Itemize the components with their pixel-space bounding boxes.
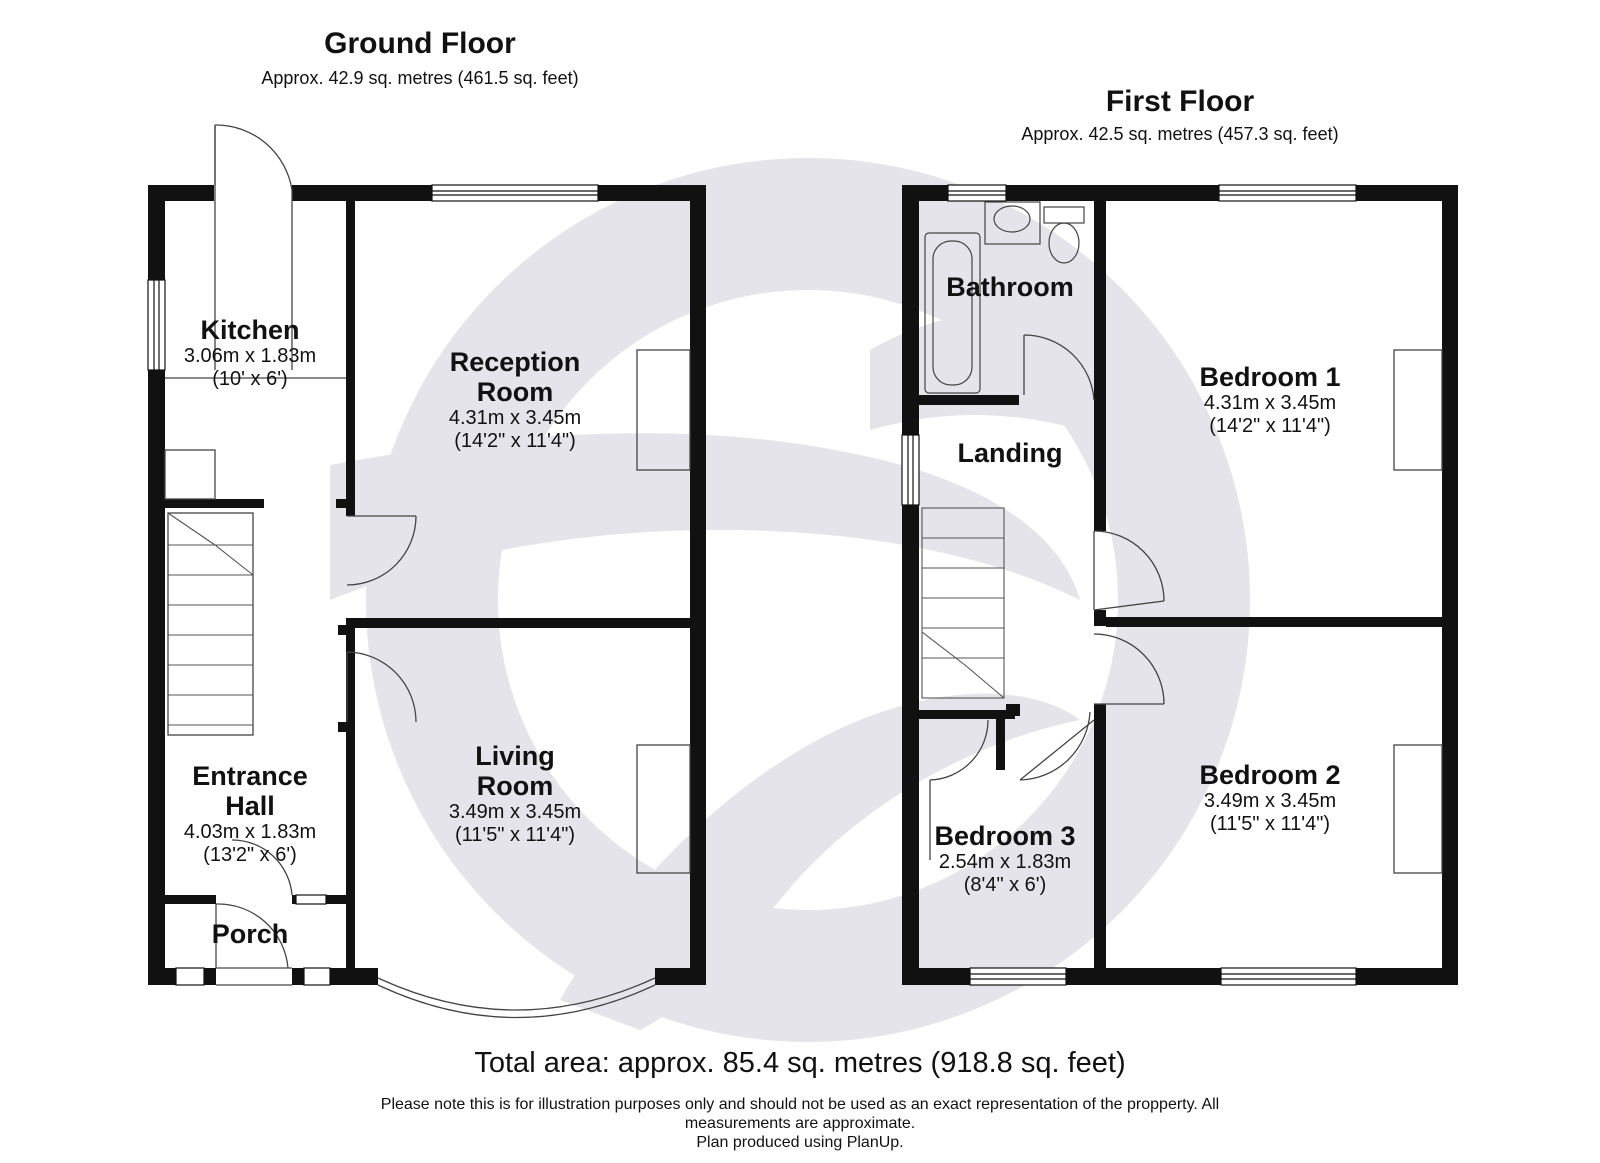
room-bedroom-2: Bedroom 2 3.49m x 3.45m (11'5" x 11'4") — [1150, 760, 1390, 835]
first-floor-area: Approx. 42.5 sq. metres (457.3 sq. feet) — [1021, 124, 1339, 144]
room-name: Bedroom 2 — [1199, 760, 1341, 790]
room-name: Living — [475, 741, 555, 771]
room-name: Reception — [449, 347, 581, 377]
room-dimensions-imperial: (14'2" x 11'4") — [454, 429, 576, 452]
room-dimensions: 3.49m x 3.45m — [448, 801, 582, 824]
room-name-line2: Hall — [225, 791, 275, 822]
ground-floor-walls — [148, 185, 706, 985]
first-floor-doors — [929, 334, 1443, 874]
room-name: Landing — [957, 438, 1063, 468]
room-kitchen: Kitchen 3.06m x 1.83m (10' x 6') — [160, 315, 340, 390]
room-living: Living Room 3.49m x 3.45m (11'5" x 11'4"… — [400, 741, 630, 846]
room-landing: Landing — [925, 438, 1095, 468]
room-name: Porch — [211, 919, 289, 949]
disclaimer-line-2: measurements are approximate. — [684, 1115, 916, 1132]
room-porch: Porch — [175, 919, 325, 949]
room-dimensions: 2.54m x 1.83m — [938, 851, 1072, 874]
room-reception: Reception Room 4.31m x 3.45m (14'2" x 11… — [400, 347, 630, 452]
room-name-line2: Room — [476, 771, 554, 802]
room-name: Entrance — [192, 761, 308, 791]
first-floor-walls — [902, 185, 1458, 985]
room-dimensions-imperial: (14'2" x 11'4") — [1209, 414, 1331, 437]
room-name: Bedroom 3 — [934, 821, 1076, 851]
room-bathroom: Bathroom — [925, 272, 1095, 302]
room-bedroom-3: Bedroom 3 2.54m x 1.83m (8'4" x 6') — [915, 821, 1095, 896]
room-name-line2: Room — [476, 377, 554, 408]
ground-floor-windows — [147, 184, 599, 986]
bathroom-fixtures — [924, 201, 1085, 394]
room-dimensions: 4.31m x 3.45m — [1203, 392, 1337, 415]
disclaimer-line-1: Please note this is for illustration pur… — [380, 1096, 1220, 1113]
room-dimensions: 3.06m x 1.83m — [183, 345, 317, 368]
room-name: Kitchen — [200, 315, 300, 345]
disclaimer-line-3: Plan produced using PlanUp. — [696, 1134, 904, 1151]
room-dimensions: 4.03m x 1.83m — [183, 821, 317, 844]
ground-floor-doors — [164, 124, 691, 1019]
room-name: Bathroom — [946, 272, 1074, 302]
ground-floor-area: Approx. 42.9 sq. metres (461.5 sq. feet) — [261, 68, 579, 88]
room-dimensions-imperial: (8'4" x 6') — [963, 873, 1047, 896]
room-dimensions-imperial: (13'2" x 6') — [203, 843, 297, 866]
room-dimensions-imperial: (11'5" x 11'4") — [1209, 812, 1331, 835]
disclaimer: Please note this is for illustration pur… — [300, 1095, 1300, 1152]
ground-floor-stairs — [167, 512, 254, 726]
first-floor-title: First Floor — [1105, 85, 1255, 118]
watermark-logo — [366, 158, 1250, 1042]
first-floor-stairs — [921, 507, 1005, 699]
room-entrance-hall: Entrance Hall 4.03m x 1.83m (13'2" x 6') — [155, 761, 345, 866]
room-bedroom-1: Bedroom 1 4.31m x 3.45m (14'2" x 11'4") — [1150, 362, 1390, 437]
room-dimensions-imperial: (10' x 6') — [212, 367, 288, 390]
room-name: Bedroom 1 — [1199, 362, 1341, 392]
ground-floor-title: Ground Floor — [324, 27, 516, 60]
room-dimensions: 3.49m x 3.45m — [1203, 790, 1337, 813]
total-area: Total area: approx. 85.4 sq. metres (918… — [474, 1047, 1126, 1079]
room-dimensions: 4.31m x 3.45m — [448, 407, 582, 430]
first-floor-windows — [901, 184, 1357, 986]
room-dimensions-imperial: (11'5" x 11'4") — [454, 823, 576, 846]
